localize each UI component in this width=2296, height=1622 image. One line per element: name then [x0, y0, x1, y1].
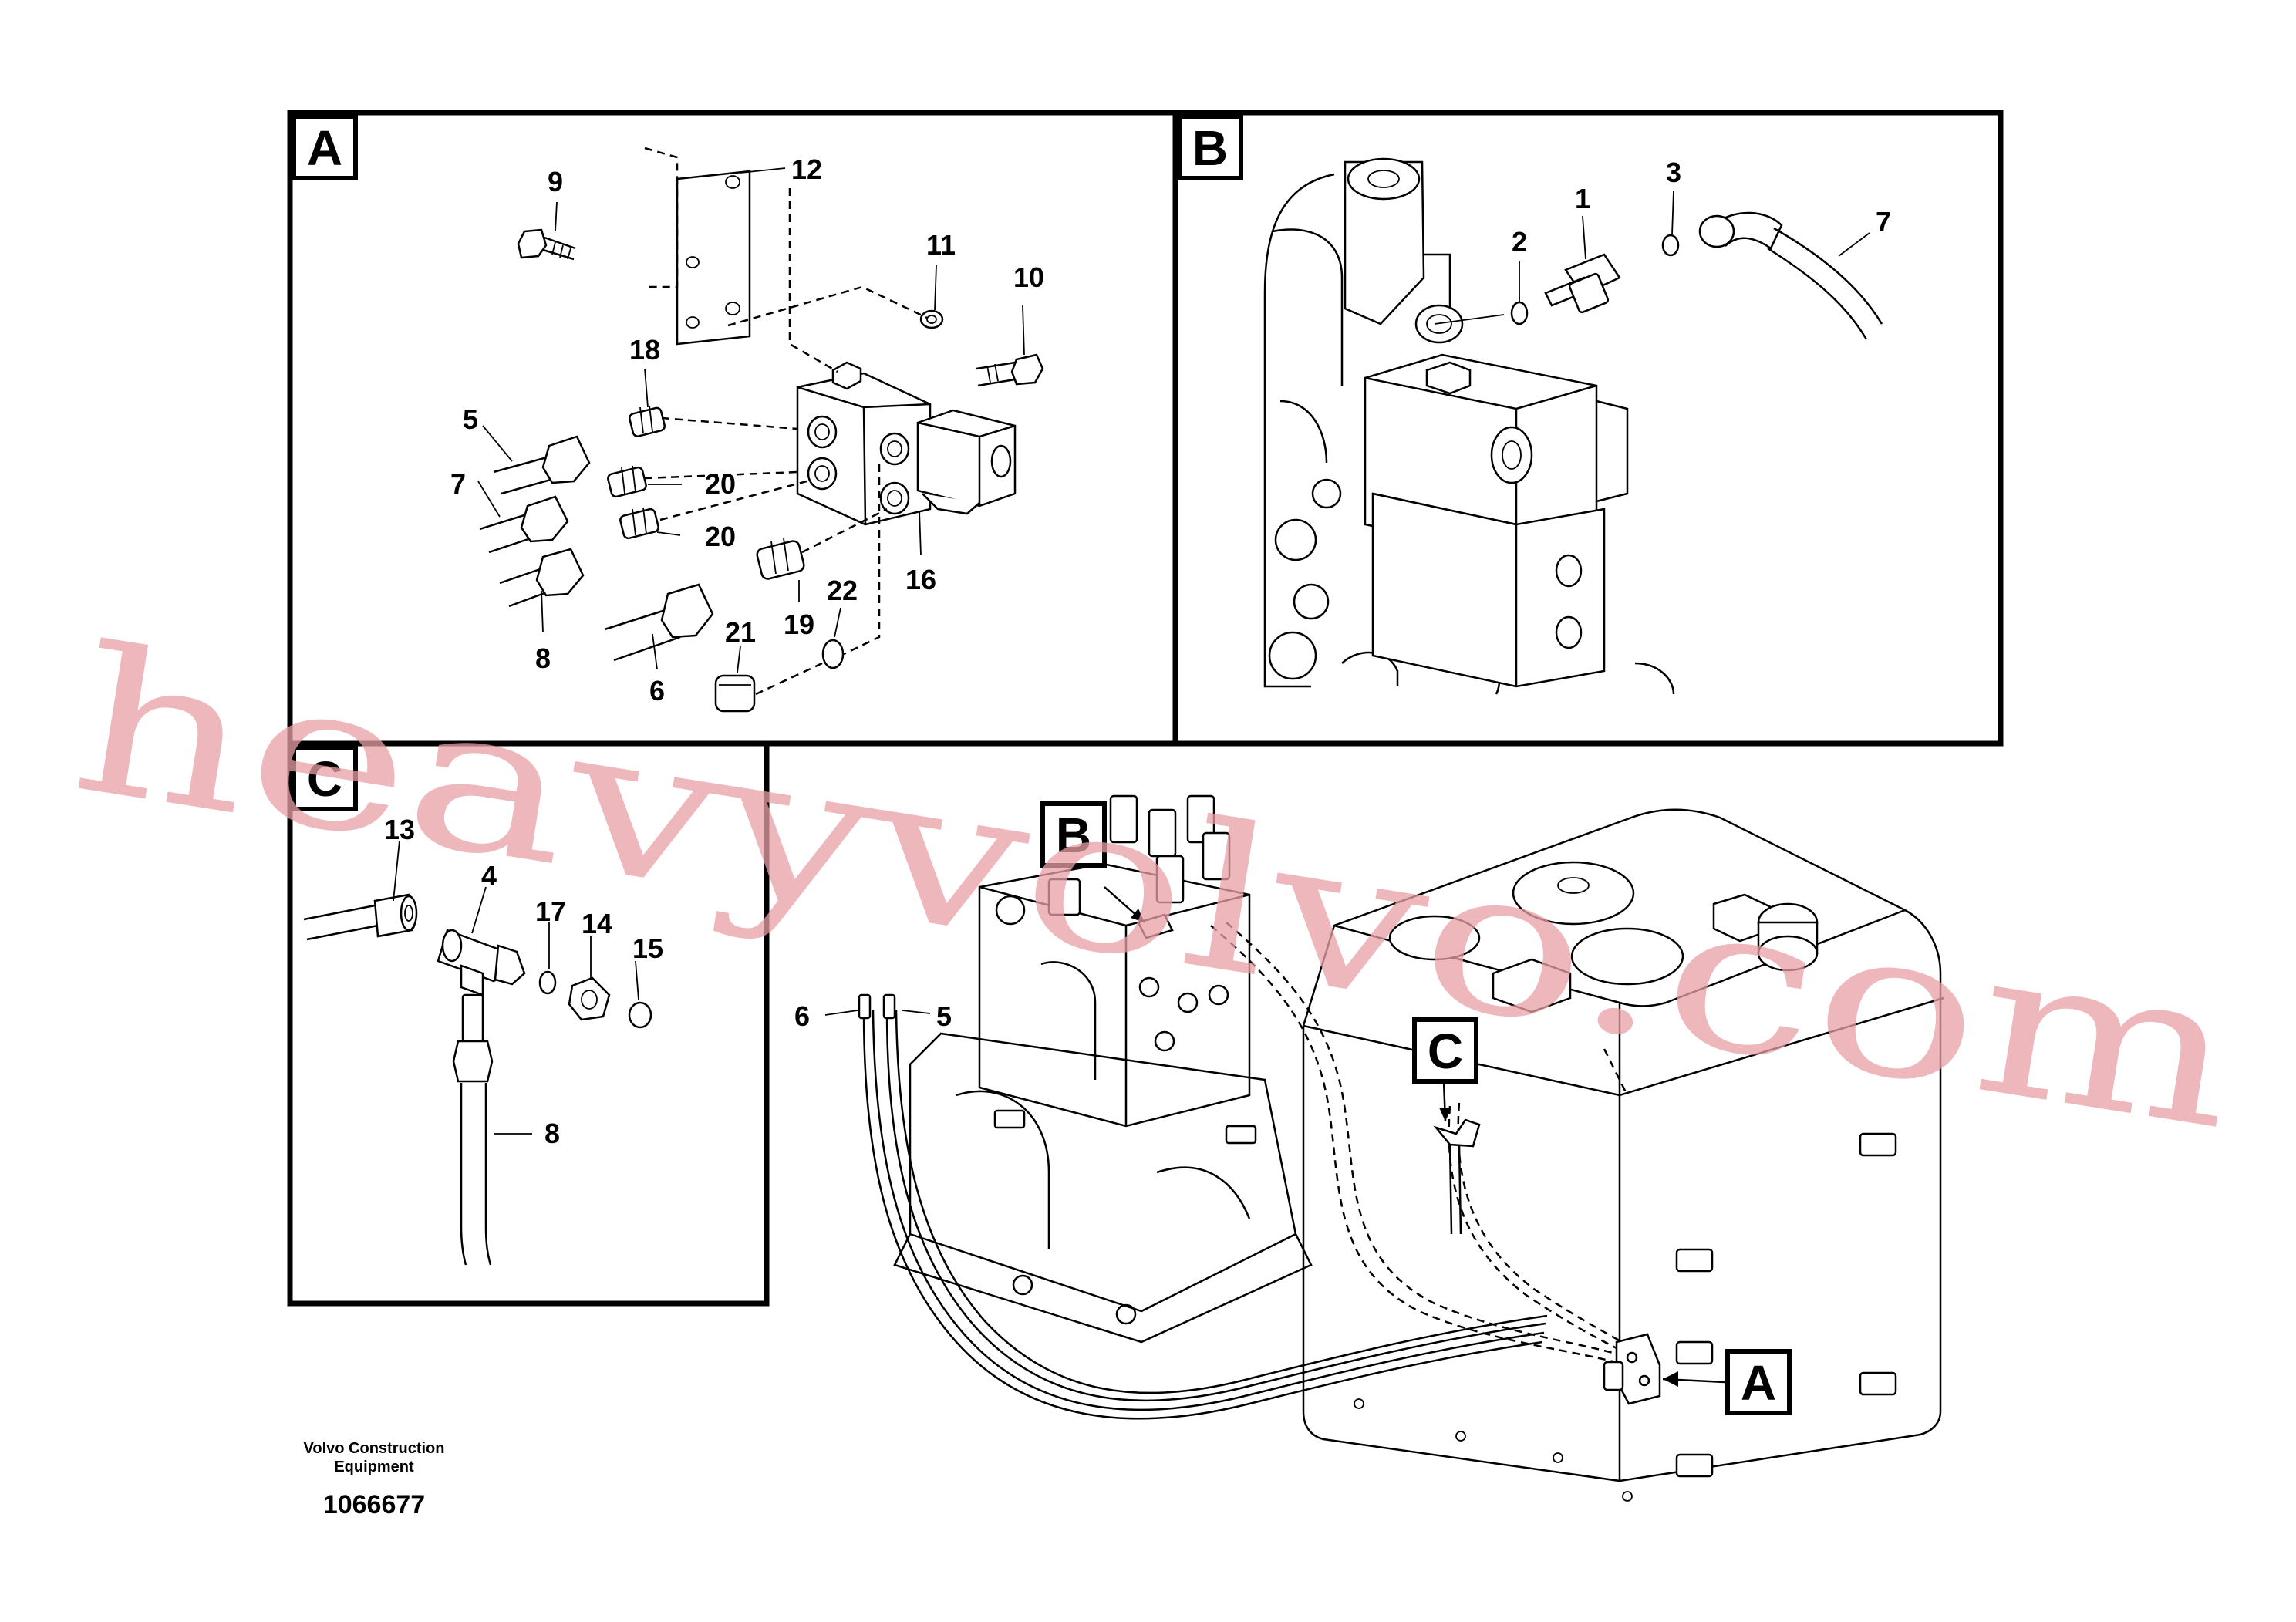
callout-main-5: 5 — [936, 1000, 952, 1032]
callout-a-21: 21 — [725, 616, 756, 648]
tee-fitting-4 — [437, 929, 526, 996]
publisher-line-2: Equipment — [334, 1458, 414, 1475]
fitting-18 — [629, 405, 666, 437]
callout-a-16: 16 — [905, 564, 936, 595]
washer-11 — [919, 309, 944, 329]
hose-8 — [499, 548, 585, 608]
valve-lower-block — [1371, 492, 1606, 688]
callout-a-10: 10 — [1013, 261, 1044, 293]
callout-c-15: 15 — [632, 932, 663, 964]
control-valve — [978, 794, 1251, 1128]
panel-b-drawing — [1263, 157, 1883, 695]
valve-mounting-frame — [893, 1032, 1313, 1344]
callout-a-9: 9 — [548, 166, 563, 197]
svg-text:C: C — [307, 751, 342, 807]
callout-a-7: 7 — [450, 468, 466, 500]
callout-c-17: 17 — [535, 895, 566, 927]
hydraulic-tank — [1302, 808, 1944, 1502]
hose-5 — [493, 435, 591, 495]
hose-6 — [604, 583, 714, 662]
callout-b-1: 1 — [1575, 183, 1590, 214]
svg-text:A: A — [307, 120, 342, 176]
panel-b-tag: B — [1177, 114, 1243, 180]
oring-3 — [1661, 234, 1680, 257]
hose-c-13 — [303, 893, 418, 941]
svg-text:B: B — [1192, 120, 1228, 176]
bracket-plate — [676, 170, 751, 346]
oring-2 — [1510, 301, 1529, 325]
callout-c-8: 8 — [544, 1118, 560, 1149]
main-tag-a: A — [1725, 1349, 1792, 1415]
callout-a-20-upper: 20 — [705, 468, 736, 500]
callout-a-18: 18 — [629, 334, 660, 366]
callout-b-3: 3 — [1666, 157, 1681, 188]
fitting-19 — [756, 538, 805, 580]
panel-c-drawing — [303, 840, 652, 1266]
main-valve-a — [1603, 1333, 1661, 1405]
callout-a-19: 19 — [784, 609, 814, 640]
main-fitting-b — [1137, 913, 1174, 939]
callout-a-11: 11 — [926, 229, 956, 261]
fitting-20b — [619, 507, 659, 540]
main-fitting-c — [1433, 1118, 1481, 1235]
panel-a-drawing — [477, 147, 1044, 713]
callout-a-22: 22 — [827, 575, 858, 606]
hose-c-8 — [452, 993, 494, 1266]
panel-c-tag: C — [292, 745, 358, 811]
callout-c-4: 4 — [481, 860, 497, 892]
callout-main-6: 6 — [794, 1000, 810, 1032]
svg-text:C: C — [1428, 1023, 1463, 1079]
callout-c-14: 14 — [582, 908, 612, 939]
callout-b-2: 2 — [1512, 226, 1527, 258]
panel-c-frame — [287, 740, 770, 1307]
callout-a-8: 8 — [535, 642, 551, 674]
main-tag-b: B — [1040, 801, 1107, 868]
main-tag-c: C — [1412, 1017, 1478, 1084]
svg-text:A: A — [1741, 1355, 1776, 1411]
panel-b-frame — [1172, 110, 2004, 747]
hose-b-7 — [1698, 211, 1883, 340]
callout-a-5: 5 — [463, 403, 478, 435]
oring-15 — [628, 1001, 652, 1029]
adapter-14 — [568, 976, 611, 1021]
publisher-line-1: Volvo Construction — [304, 1440, 445, 1457]
bolt-9 — [517, 228, 576, 261]
plug-21 — [714, 674, 756, 713]
callout-a-20-lower: 20 — [705, 521, 736, 552]
oring-17 — [538, 970, 557, 995]
panel-a-tag: A — [292, 114, 358, 180]
svg-text:B: B — [1056, 808, 1091, 863]
hose-7 — [479, 495, 569, 554]
valve-block — [796, 361, 932, 526]
fitting-20a — [607, 465, 647, 498]
callout-b-7: 7 — [1876, 206, 1891, 238]
document-number: 1066677 — [323, 1490, 425, 1519]
solenoid-16 — [916, 409, 1017, 515]
callout-c-13: 13 — [384, 814, 415, 845]
bolt-10 — [976, 353, 1044, 387]
oring-22 — [821, 639, 845, 669]
main-assembly-drawing — [824, 794, 1944, 1502]
callout-a-12: 12 — [791, 153, 822, 185]
callout-a-6: 6 — [649, 675, 665, 706]
adapter-1 — [1544, 253, 1621, 314]
